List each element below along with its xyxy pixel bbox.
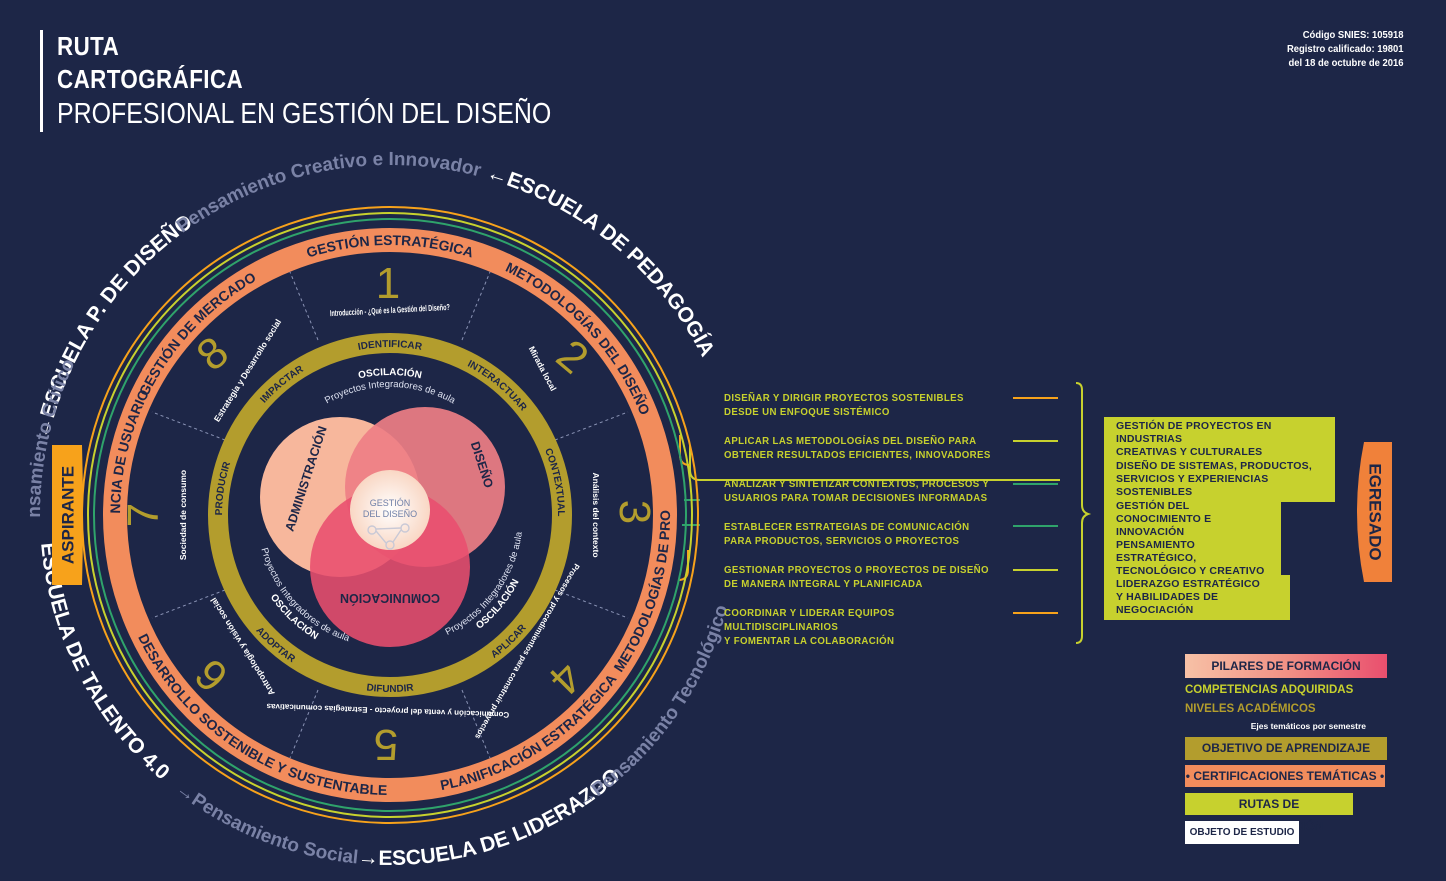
competencia-3: ANALIZAR Y SINTETIZAR CONTEXTOS, PROCESO… <box>724 477 1000 505</box>
competencia-4-line1: ESTABLECER ESTRATEGIAS DE COMUNICACIÓN <box>724 521 970 533</box>
page-subtitle: PROFESIONAL EN GESTIÓN DEL DISEÑO <box>57 98 552 130</box>
legend-pilares: PILARES DE FORMACIÓN <box>1185 654 1387 678</box>
competencia-4: ESTABLECER ESTRATEGIAS DE COMUNICACIÓN PA… <box>724 520 1000 548</box>
egresado-tab <box>1357 442 1392 582</box>
legend-objetivo: OBJETIVO DE APRENDIZAJE <box>1185 737 1387 760</box>
competencia-1: DISEÑAR Y DIRIGIR PROYECTOS SOSTENIBLES D… <box>724 391 1000 419</box>
pensamiento-critico-label: Pensamiento Crítico <box>0 0 79 518</box>
title-block: RUTA CARTOGRÁFICA PROFESIONAL EN GESTIÓN… <box>40 30 632 132</box>
competencia-5-line2: DE MANERA INTEGRAL Y PLANIFICADA <box>724 578 923 590</box>
snies-code: Código SNIES: 105918 <box>1303 29 1404 41</box>
connector-line <box>689 445 1060 481</box>
competencia-6: COORDINAR Y LIDERAR EQUIPOS MULTIDISCIPL… <box>724 606 1000 648</box>
ruta-2-line2: SERVICIOS Y EXPERIENCIAS SOSTENIBLES <box>1116 473 1269 498</box>
semester-3-number: 3 <box>610 500 659 524</box>
competencia-1-line1: DISEÑAR Y DIRIGIR PROYECTOS SOSTENIBLES <box>724 392 964 404</box>
semester-7-number: 7 <box>119 503 168 527</box>
venn-center <box>350 470 430 550</box>
competencia-4-line2: PARA PRODUCTOS, SERVICIOS O PROYECTOS <box>724 535 960 547</box>
aspirante-tab <box>52 445 83 585</box>
competencia-3-line1: ANALIZAR Y SINTETIZAR CONTEXTOS, PROCESO… <box>724 478 990 490</box>
outer-ring-lime <box>87 212 693 818</box>
ruta-5-line1: LIDERAZGO ESTRATÉGICO <box>1116 578 1261 590</box>
competencia-5-line1: GESTIONAR PROYECTOS O PROYECTOS DE DISEÑ… <box>724 564 989 576</box>
competencia-2: APLICAR LAS METODOLOGÍAS DEL DISEÑO PARA… <box>724 434 1000 462</box>
sector-dividers <box>151 271 629 759</box>
competencia-2-line2: OBTENER RESULTADOS EFICIENTES, INNOVADOR… <box>724 449 991 461</box>
pensamiento-creativo-label: Pensamiento Creativo e Innovador <box>173 149 484 237</box>
legend-rutas: RUTAS DE PROFUNDIZACIÓN <box>1185 793 1353 833</box>
competencia-6-line2: Y FOMENTAR LA COLABORACIÓN <box>724 635 895 647</box>
ruta-2-line1: DISEÑO DE SISTEMAS, PRODUCTOS, <box>1116 460 1312 472</box>
venn-comunicacion <box>310 487 470 647</box>
ruta-5-line2: Y HABILIDADES DE NEGOCIACIÓN <box>1116 591 1219 616</box>
competencia-3-line2: USUARIOS PARA TOMAR DECISIONES INFORMADA… <box>724 492 988 504</box>
outer-ring-green <box>93 218 687 812</box>
legend-certificaciones: • CERTIFICACIONES TEMÁTICAS • <box>1185 765 1385 787</box>
egresado-label: EGRESADO <box>1366 463 1385 560</box>
ruta-1-line2: CREATIVAS Y CULTURALES <box>1116 446 1263 458</box>
ruta-3-line2: INNOVACIÓN <box>1116 526 1185 538</box>
legend-objeto: OBJETO DE ESTUDIO <box>1185 821 1299 844</box>
title-line-1: RUTA <box>57 31 120 61</box>
svg-text:Pensamiento Creativo e Innovad: Pensamiento Creativo e Innovador <box>173 149 484 237</box>
oscilacion-top: OSCILACIÓN <box>357 366 422 381</box>
objetivo-ring <box>208 333 572 697</box>
ruta-4: PENSAMIENTO ESTRATÉGICO,TECNOLÓGICO Y CR… <box>1104 536 1281 581</box>
pensamiento-social-label: Pensamiento Social <box>188 789 359 868</box>
pilares-ring <box>103 228 677 802</box>
ruta-2: DISEÑO DE SISTEMAS, PRODUCTOS,SERVICIOS … <box>1104 457 1335 502</box>
semester-3-topic: Análisis del contexto <box>591 472 601 557</box>
ruta-4-line2: TECNOLÓGICO Y CREATIVO <box>1116 565 1265 577</box>
venn-comunicacion-label: COMUNICACIÓN <box>340 591 440 606</box>
svg-text:IDENTIFICAR: IDENTIFICAR <box>357 339 424 353</box>
title-line-2: CARTOGRÁFICA <box>57 64 244 94</box>
venn-center-line1: GESTIÓN <box>370 498 411 508</box>
semester-5-number: 5 <box>374 720 398 769</box>
ruta-4-line1: PENSAMIENTO ESTRATÉGICO, <box>1116 539 1197 564</box>
snies-date: del 18 de octubre de 2016 <box>1288 57 1404 69</box>
svg-text:Pensamiento Crítico: Pensamiento Crítico <box>0 0 79 518</box>
label-identificar: IDENTIFICAR <box>357 339 424 353</box>
label-difundir: DIFUNDIR <box>366 682 415 695</box>
legend-niveles: NIVELES ACADÉMICOS <box>1185 703 1316 715</box>
svg-text:DIFUNDIR: DIFUNDIR <box>366 682 415 695</box>
brace <box>1075 382 1092 644</box>
snies-registro: Registro calificado: 19801 <box>1287 43 1404 55</box>
aspirante-label: ASPIRANTE <box>58 466 77 564</box>
venn-center-line2: DEL DISEÑO <box>363 509 417 519</box>
competencia-1-line2: DESDE UN ENFOQUE SISTÉMICO <box>724 406 890 418</box>
legend-ejes: Ejes temáticos por semestre <box>1251 721 1367 731</box>
semester-7-topic: Sociedad de consumo <box>178 470 188 560</box>
snies-info: Código SNIES: 105918 Registro calificado… <box>1274 28 1404 70</box>
arrow-right-2: → <box>357 846 379 870</box>
legend-competencias: COMPETENCIAS ADQUIRIDAS <box>1185 684 1354 696</box>
competencia-5: GESTIONAR PROYECTOS O PROYECTOS DE DISEÑ… <box>724 563 1000 591</box>
competency-markers <box>1013 397 1058 614</box>
competencia-6-line1: COORDINAR Y LIDERAR EQUIPOS MULTIDISCIPL… <box>724 607 895 633</box>
ruta-3-line1: GESTIÓN DEL CONOCIMIENTO E <box>1116 500 1212 525</box>
network-icon <box>367 523 410 550</box>
ruta-1-line1: GESTIÓN DE PROYECTOS EN INDUSTRIAS <box>1116 420 1272 445</box>
svg-text:OSCILACIÓN: OSCILACIÓN <box>357 366 422 381</box>
competencia-2-line1: APLICAR LAS METODOLOGÍAS DEL DISEÑO PARA <box>724 435 977 447</box>
semester-1-number: 1 <box>376 259 400 308</box>
